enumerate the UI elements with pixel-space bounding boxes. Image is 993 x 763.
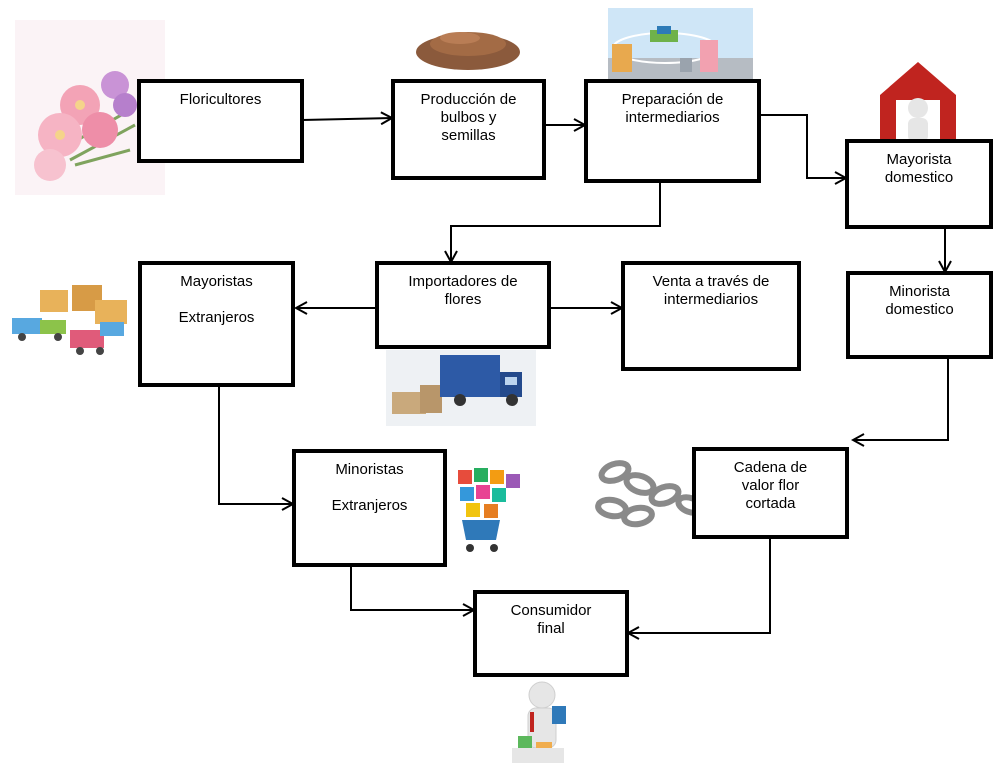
- trucks-icon: [12, 285, 127, 355]
- arrow-floricultores-produccion: [301, 118, 392, 120]
- node-label: intermediarios: [625, 109, 720, 126]
- node-label: cortada: [745, 495, 796, 512]
- node-label: domestico: [884, 169, 954, 186]
- house-person-icon: [880, 62, 956, 142]
- node-label: semillas: [441, 127, 496, 144]
- node-label: Minoristas: [335, 461, 404, 478]
- node-floricultores: Floricultores: [137, 79, 304, 163]
- shopping-cart-icon: [458, 468, 520, 552]
- node-label: Consumidor: [510, 602, 592, 619]
- node-label: Producción de: [420, 91, 517, 108]
- arrow-preparacion-importadores: [451, 170, 661, 262]
- node-label: domestico: [885, 301, 954, 318]
- node-label: Venta a través de: [652, 273, 770, 290]
- node-label: Mayoristas: [180, 273, 253, 290]
- node-label: Extranjeros: [178, 309, 255, 326]
- arrow-minoristas-consumidor: [350, 566, 474, 610]
- node-label: Mayorista: [886, 151, 952, 168]
- node-produccion: Producción de bulbos y semillas: [391, 79, 546, 180]
- node-label: bulbos y: [440, 109, 497, 126]
- node-label: Cadena de: [733, 459, 808, 476]
- node-consumidor: Consumidor final: [473, 590, 629, 677]
- node-label: flores: [444, 291, 482, 308]
- arrow-mayoristas-minoristas: [218, 386, 293, 504]
- node-label: Floricultores: [179, 91, 262, 108]
- chain-icon: [595, 460, 705, 528]
- arrow-preparacion-mayorista: [760, 114, 846, 178]
- node-mayoristas-extranjeros: Mayoristas Extranjeros: [138, 261, 295, 387]
- node-label: valor flor: [741, 477, 800, 494]
- node-minorista-domestico: Minorista domestico: [846, 271, 993, 359]
- node-label: Minorista: [889, 283, 950, 300]
- arrow-cadena-consumidor: [628, 538, 771, 633]
- node-importadores: Importadores de flores: [375, 261, 551, 349]
- node-label: final: [537, 620, 565, 637]
- node-minoristas-extranjeros: Minoristas Extranjeros: [292, 449, 447, 567]
- node-venta: Venta a través de intermediarios: [621, 261, 801, 371]
- node-mayorista-domestico: Mayorista domestico: [845, 139, 993, 229]
- network-icon: [608, 8, 753, 80]
- node-label: Importadores de: [408, 273, 518, 290]
- arrow-minorista-cadena: [853, 358, 949, 440]
- shopper-icon: [512, 681, 566, 763]
- node-label: Extranjeros: [331, 497, 408, 514]
- node-cadena: Cadena de valor flor cortada: [692, 447, 849, 539]
- node-preparacion: Preparación de intermediarios: [584, 79, 761, 183]
- seeds-icon: [416, 32, 520, 70]
- node-label: intermediarios: [663, 291, 759, 308]
- delivery-truck-icon: [386, 350, 536, 426]
- node-label: Preparación de: [621, 91, 724, 108]
